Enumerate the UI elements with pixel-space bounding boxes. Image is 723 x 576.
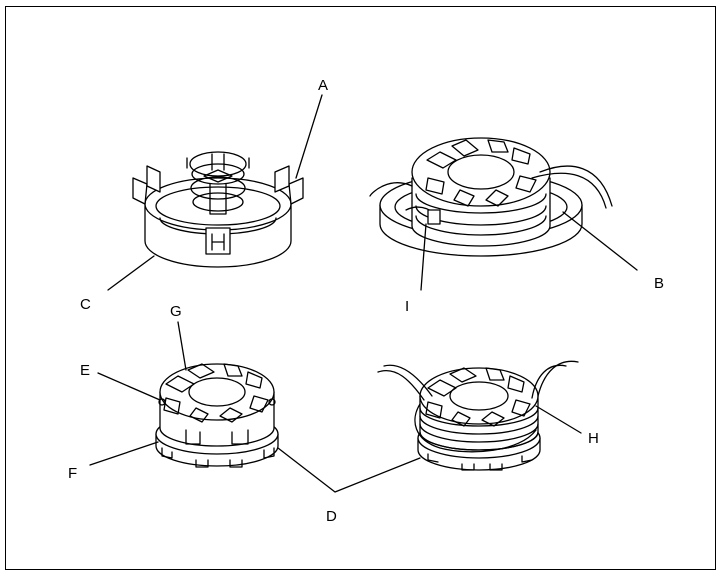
diagram-frame: [5, 6, 716, 570]
label-f: F: [68, 465, 77, 482]
callout-labels: A B C I G E F D H: [68, 77, 664, 525]
label-i: I: [405, 298, 409, 315]
assembled-head-illustration: [369, 137, 613, 257]
label-c: C: [80, 296, 91, 313]
label-e: E: [80, 362, 90, 379]
label-b: B: [654, 275, 664, 292]
label-a: A: [318, 77, 328, 94]
label-h: H: [588, 430, 599, 447]
label-g: G: [170, 303, 182, 320]
empty-spool-illustration: [155, 363, 279, 468]
leader-lines: [89, 94, 638, 493]
housing-illustration: [132, 151, 304, 268]
label-d: D: [326, 508, 337, 525]
wound-spool-illustration: [377, 360, 579, 471]
